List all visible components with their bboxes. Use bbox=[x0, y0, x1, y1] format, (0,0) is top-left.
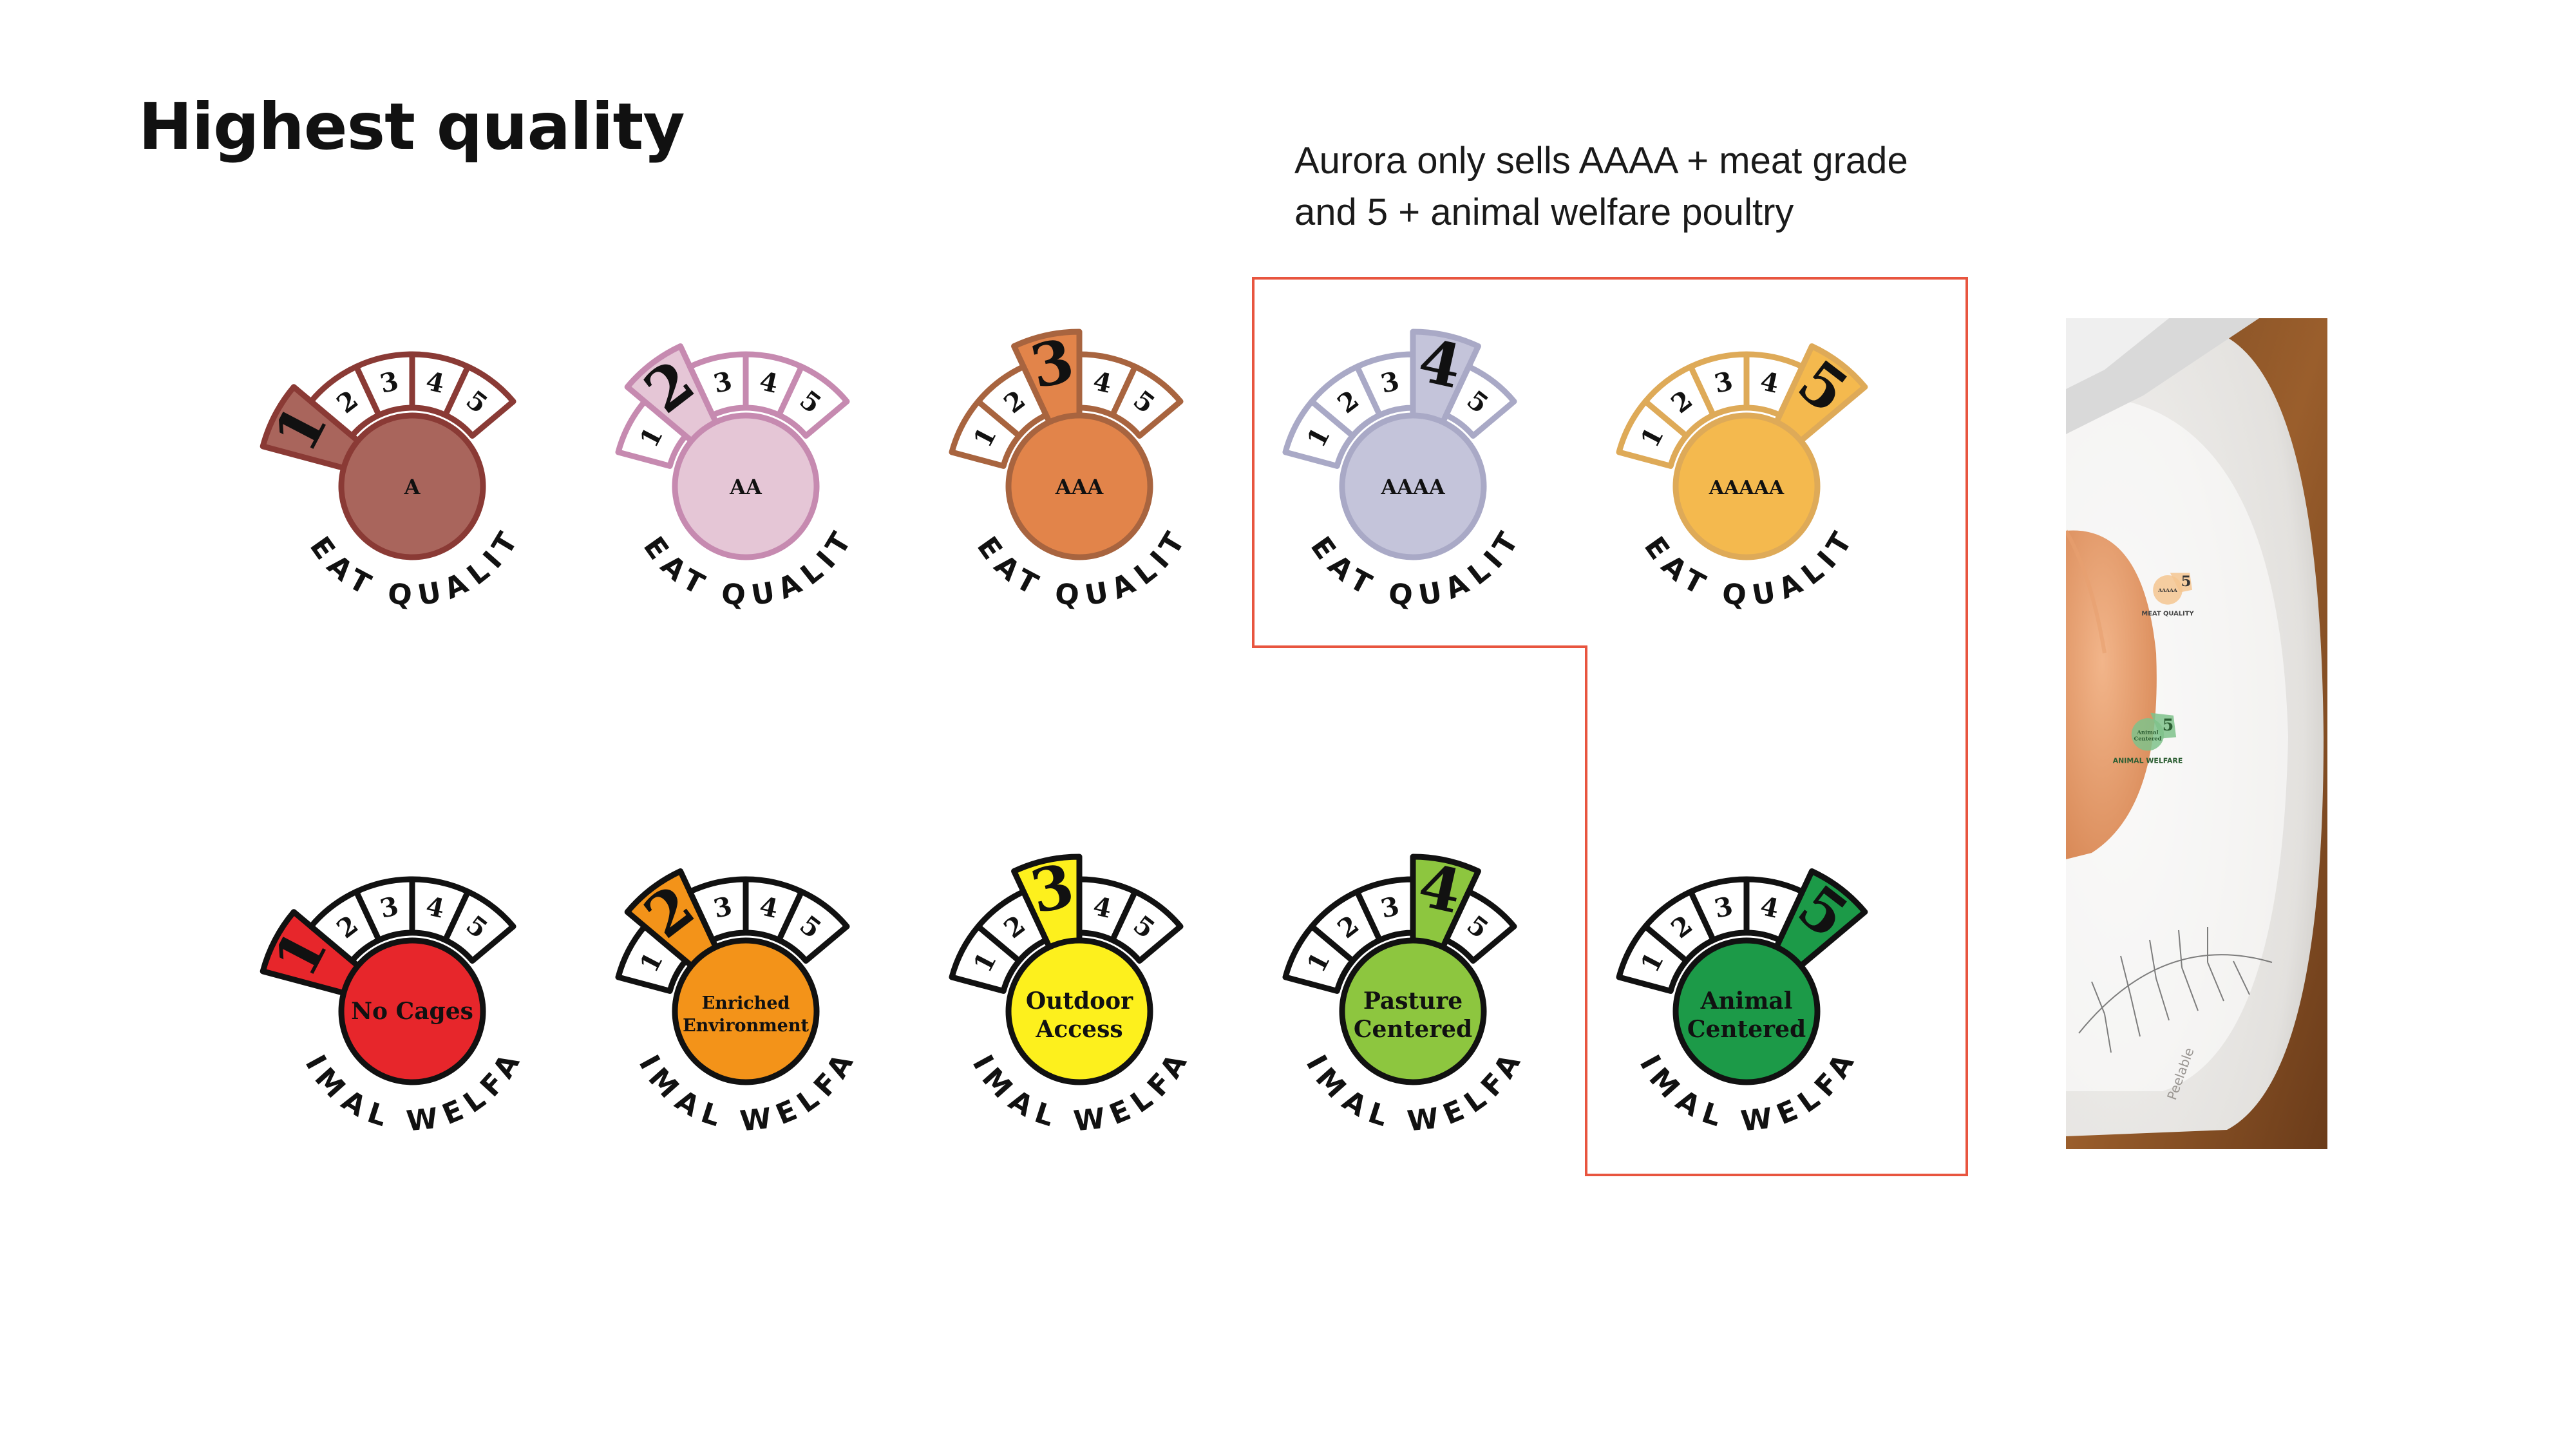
badge-center-circle bbox=[1672, 412, 1821, 560]
aurora-note: Aurora only sells AAAA + meat grade and … bbox=[1294, 135, 2067, 238]
welfare-label-line2: Access bbox=[1035, 1016, 1122, 1043]
highlight-outline-path bbox=[1252, 277, 1968, 1176]
badge-center-circle bbox=[1005, 412, 1153, 560]
scale-segment bbox=[1110, 888, 1184, 964]
grade-label: A bbox=[404, 475, 421, 499]
welfare-label-line1: No Cages bbox=[351, 998, 473, 1025]
grade-label: AAAA bbox=[1380, 475, 1445, 499]
page-title: Highest quality bbox=[138, 89, 685, 164]
photo-welfare-label: ANIMAL WELFARE bbox=[2113, 756, 2183, 765]
welfare-label-line1: Pasture bbox=[1363, 987, 1463, 1015]
welfare-label-line1: Enriched bbox=[702, 993, 790, 1013]
scale-segment bbox=[1443, 363, 1517, 439]
chicken-edge bbox=[2066, 529, 2107, 654]
photo-meat-label: MEAT QUALITY bbox=[2141, 611, 2194, 618]
scale-segment bbox=[1443, 888, 1517, 964]
badge-center-circle bbox=[672, 937, 820, 1085]
grade-label: AAA bbox=[1055, 475, 1104, 499]
scale-segment bbox=[442, 888, 516, 964]
badge-center-circle bbox=[1339, 937, 1487, 1085]
chicken-breast bbox=[2066, 530, 2157, 859]
note-line-1: Aurora only sells AAAA + meat grade bbox=[1294, 140, 1908, 182]
welfare-label-line2: Centered bbox=[1687, 1016, 1806, 1043]
film-fold bbox=[2066, 318, 2169, 389]
welfare-label-line1: Outdoor bbox=[1026, 987, 1133, 1015]
photo-meat-grade: AAAAA bbox=[2157, 587, 2177, 593]
grade-label: AA bbox=[729, 475, 762, 499]
scale-segment bbox=[1110, 363, 1184, 439]
badge-center-circle bbox=[1005, 937, 1153, 1085]
scale-segment bbox=[776, 888, 850, 964]
scale-segment bbox=[442, 363, 516, 439]
photo-sticker-welfare: 5 Animal Centered ANIMAL WELFARE bbox=[2113, 712, 2183, 765]
scale-segment bbox=[776, 363, 850, 439]
package-photo: 5 AAAAA MEAT QUALITY 5 Animal Centered A… bbox=[2066, 318, 2327, 1149]
welfare-label-line1: Animal bbox=[1700, 987, 1793, 1015]
photo-meat-level: 5 bbox=[2181, 573, 2192, 590]
photo-welfare-line1: Animal bbox=[2136, 729, 2158, 735]
package-photo-image: 5 AAAAA MEAT QUALITY 5 Animal Centered A… bbox=[2066, 318, 2327, 1149]
badge-center-circle bbox=[338, 937, 486, 1085]
welfare-label-line2: Centered bbox=[1354, 1016, 1472, 1043]
badge-center-circle bbox=[1339, 412, 1487, 560]
badge-center-circle bbox=[1672, 937, 1821, 1085]
badge-center-circle bbox=[338, 412, 486, 560]
grade-label: AAAAA bbox=[1709, 477, 1785, 499]
leaf-pattern bbox=[2078, 927, 2273, 1053]
note-line-2: and 5 + animal welfare poultry bbox=[1294, 191, 1794, 233]
photo-welfare-line2: Centered bbox=[2134, 735, 2162, 741]
photo-welfare-level: 5 bbox=[2163, 715, 2174, 734]
welfare-label-line2: Environment bbox=[683, 1016, 809, 1036]
badge-center-circle bbox=[672, 412, 820, 560]
photo-sticker-meat: 5 AAAAA MEAT QUALITY bbox=[2141, 573, 2194, 618]
